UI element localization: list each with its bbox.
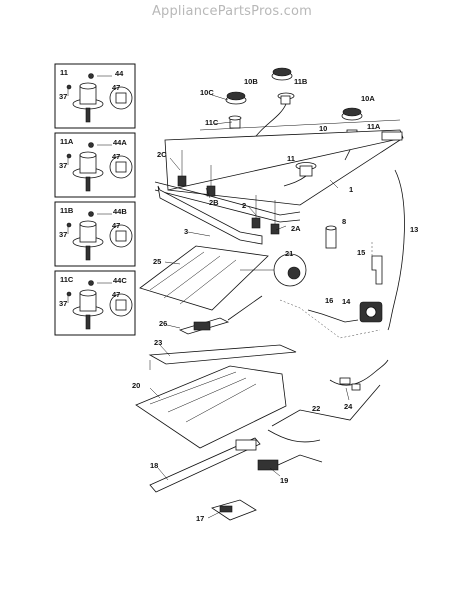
heat-shield-25 <box>139 245 269 311</box>
tube-13 <box>387 169 405 331</box>
label-2: 2 <box>242 201 246 210</box>
inset-11-label-right: 44 <box>115 69 124 78</box>
inset-11A-label-circle: 47 <box>112 152 120 161</box>
label-20: 20 <box>132 381 140 390</box>
burner-10C <box>225 91 247 129</box>
label-15: 15 <box>357 248 365 257</box>
label-24: 24 <box>344 402 353 411</box>
label-26: 26 <box>159 319 167 328</box>
bracket-3 <box>157 185 263 245</box>
inset-box-11: 11 44 37 47 <box>54 63 136 129</box>
inset-11A-label-left: 37 <box>59 161 67 170</box>
label-25: 25 <box>153 257 161 266</box>
inset-box-11A: 11A 44A 37 47 <box>54 132 136 198</box>
label-11B: 11B <box>294 77 308 86</box>
inset-box-11B: 11B 44B 37 47 <box>54 201 136 267</box>
label-2B: 2B <box>209 198 219 207</box>
label-17: 17 <box>196 514 204 523</box>
watermark: AppliancePartsPros.com <box>151 4 313 19</box>
inset-11A-label-right: 44A <box>113 138 127 147</box>
label-10C: 10C <box>200 88 214 97</box>
label-23: 23 <box>154 338 162 347</box>
label-3: 3 <box>184 227 188 236</box>
label-10B: 10B <box>244 77 258 86</box>
inset-11-label-left: 37 <box>59 92 67 101</box>
label-2A: 2A <box>291 224 301 233</box>
inset-11B-label-right: 44B <box>113 207 127 216</box>
leader-lines <box>149 94 350 519</box>
label-8: 8 <box>342 217 346 226</box>
burner-plate-20 <box>135 365 287 449</box>
manifold-1 <box>154 119 404 223</box>
inset-11-label-top: 11 <box>60 68 68 77</box>
inset-11C-label-circle: 47 <box>112 290 120 299</box>
inset-11B-label-top: 11B <box>60 206 74 215</box>
inset-11C-label-top: 11C <box>60 275 74 284</box>
label-21: 21 <box>285 249 293 258</box>
detail-21 <box>240 253 307 287</box>
label-19: 19 <box>280 476 288 485</box>
tube-22 <box>271 384 381 427</box>
label-14: 14 <box>342 297 351 306</box>
inset-11C-label-right: 44C <box>113 276 127 285</box>
label-11: 11 <box>287 154 295 163</box>
label-11C: 11C <box>205 118 219 127</box>
label-22: 22 <box>312 404 320 413</box>
valve-19 <box>257 454 323 471</box>
inset-box-11C: 11C 44C 37 47 <box>54 270 136 336</box>
burner-18 <box>149 437 261 493</box>
tube-16 <box>307 309 359 323</box>
gas-fitting-24 <box>329 359 389 391</box>
ignitor-17 <box>211 499 257 521</box>
label-13: 13 <box>410 225 418 234</box>
label-11A: 11A <box>367 122 381 131</box>
inset-11A-label-top: 11A <box>60 137 74 146</box>
inset-11C-label-left: 37 <box>59 299 67 308</box>
label-18: 18 <box>150 461 158 470</box>
igniter-26 <box>178 295 263 335</box>
burner-tube-23 <box>148 344 297 370</box>
label-1: 1 <box>349 185 353 194</box>
label-10A: 10A <box>361 94 375 103</box>
inset-11B-label-circle: 47 <box>112 221 120 230</box>
part-8 <box>325 225 337 249</box>
burner-10B <box>251 67 295 143</box>
label-10: 10 <box>319 124 327 133</box>
label-2C: 2C <box>157 150 167 159</box>
label-16: 16 <box>325 296 333 305</box>
inset-11-label-circle: 47 <box>112 83 120 92</box>
valves <box>177 150 280 235</box>
inset-11B-label-left: 37 <box>59 230 67 239</box>
bracket-15 <box>371 240 383 285</box>
regulator-14 <box>359 301 383 323</box>
